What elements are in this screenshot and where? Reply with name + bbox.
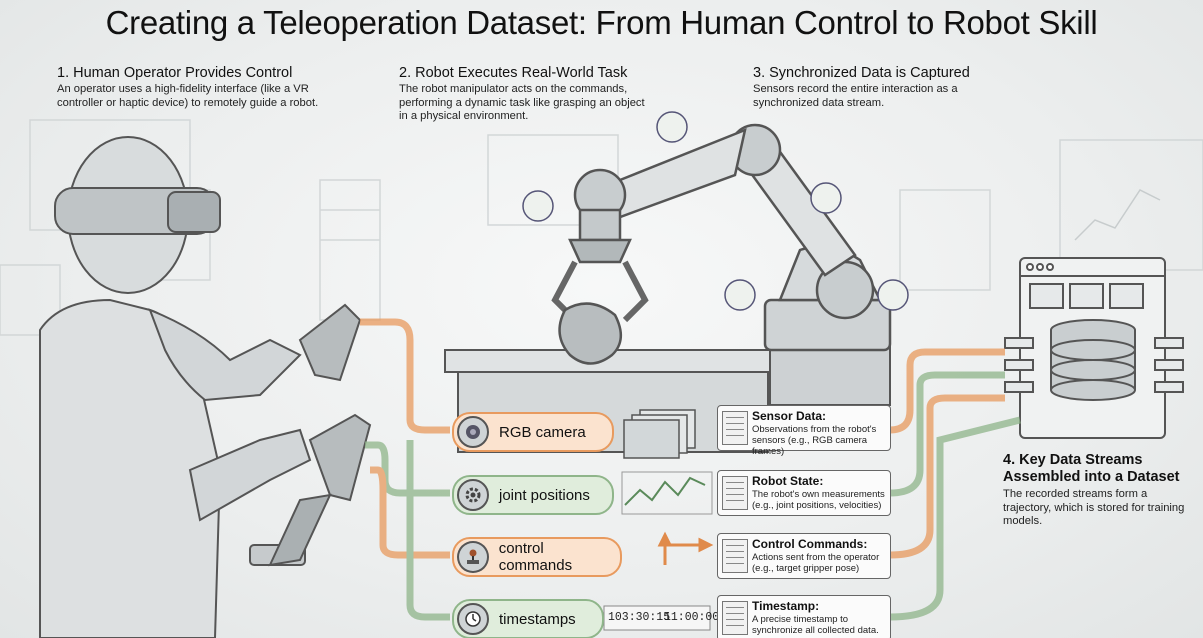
stream-label: timestamps bbox=[499, 610, 576, 628]
gear-icon bbox=[457, 479, 489, 511]
camera-frames-visual bbox=[623, 409, 696, 459]
document-icon bbox=[722, 476, 748, 510]
stream-label: control commands bbox=[498, 540, 573, 574]
joint-graph-visual bbox=[621, 471, 713, 515]
card-title: Timestamp: bbox=[752, 599, 820, 613]
clock-icon bbox=[457, 603, 489, 635]
step-description: The robot manipulator acts on the comman… bbox=[399, 83, 645, 122]
stream-label: joint positions bbox=[499, 486, 590, 504]
stream-timestamps: timestamps bbox=[452, 599, 604, 638]
card-robot-state: Robot State: The robot's own measurement… bbox=[717, 470, 891, 516]
step-heading: 1. Human Operator Provides Control bbox=[57, 65, 293, 81]
step-heading: 2. Robot Executes Real-World Task bbox=[399, 65, 628, 81]
card-title: Robot State: bbox=[752, 474, 824, 488]
stream-control-commands: control commands bbox=[452, 537, 622, 577]
step-heading: 3. Synchronized Data is Captured bbox=[753, 65, 970, 81]
document-icon bbox=[722, 601, 748, 635]
step-2-robot-executes: 2. Robot Executes Real-World Task The ro… bbox=[399, 65, 654, 124]
timestamp-display bbox=[603, 605, 711, 631]
card-control-commands: Control Commands: Actions sent from the … bbox=[717, 533, 891, 579]
command-arrow-visual bbox=[657, 531, 714, 565]
step-heading: 4. Key Data Streams Assembled into a Dat… bbox=[1003, 452, 1180, 485]
card-sensor-data: Sensor Data: Observations from the robot… bbox=[717, 405, 891, 457]
diagram-title: Creating a Teleoperation Dataset: From H… bbox=[105, 4, 1098, 41]
stream-rgb-camera: RGB camera bbox=[452, 412, 614, 452]
sensor-icons bbox=[522, 111, 909, 311]
stream-label: RGB camera bbox=[499, 423, 586, 441]
card-description: A precise timestamp to synchronize all c… bbox=[752, 614, 879, 636]
card-title: Sensor Data: bbox=[752, 409, 827, 423]
camera-lens-icon bbox=[457, 416, 489, 448]
timestamp-value: 103:30:15 bbox=[608, 611, 671, 624]
card-description: Observations from the robot's sensors (e… bbox=[752, 424, 877, 457]
step-4-dataset-assembled: 4. Key Data Streams Assembled into a Dat… bbox=[1003, 452, 1198, 529]
step-1-human-operator: 1. Human Operator Provides Control An op… bbox=[57, 65, 357, 110]
card-description: The robot's own measurements (e.g., join… bbox=[752, 489, 885, 511]
document-icon bbox=[722, 411, 748, 445]
robot-arm bbox=[551, 123, 892, 365]
step-description: Sensors record the entire interaction as… bbox=[753, 83, 958, 109]
human-operator bbox=[39, 136, 372, 638]
step-description: An operator uses a high-fidelity interfa… bbox=[57, 83, 319, 109]
card-title: Control Commands: bbox=[752, 537, 868, 551]
stream-joint-positions: joint positions bbox=[452, 475, 614, 515]
step-description: The recorded streams form a trajectory, … bbox=[1003, 488, 1185, 527]
document-icon bbox=[722, 539, 748, 573]
data-flow-lines bbox=[360, 318, 1021, 621]
timestamp-value: 11:00:00 bbox=[664, 611, 720, 624]
card-description: Actions sent from the operator (e.g., ta… bbox=[752, 552, 880, 574]
card-timestamp: Timestamp: A precise timestamp to synchr… bbox=[717, 595, 891, 638]
dataset-database-icon bbox=[1004, 257, 1184, 439]
step-3-data-captured: 3. Synchronized Data is Captured Sensors… bbox=[753, 65, 983, 110]
joystick-icon bbox=[457, 541, 489, 573]
